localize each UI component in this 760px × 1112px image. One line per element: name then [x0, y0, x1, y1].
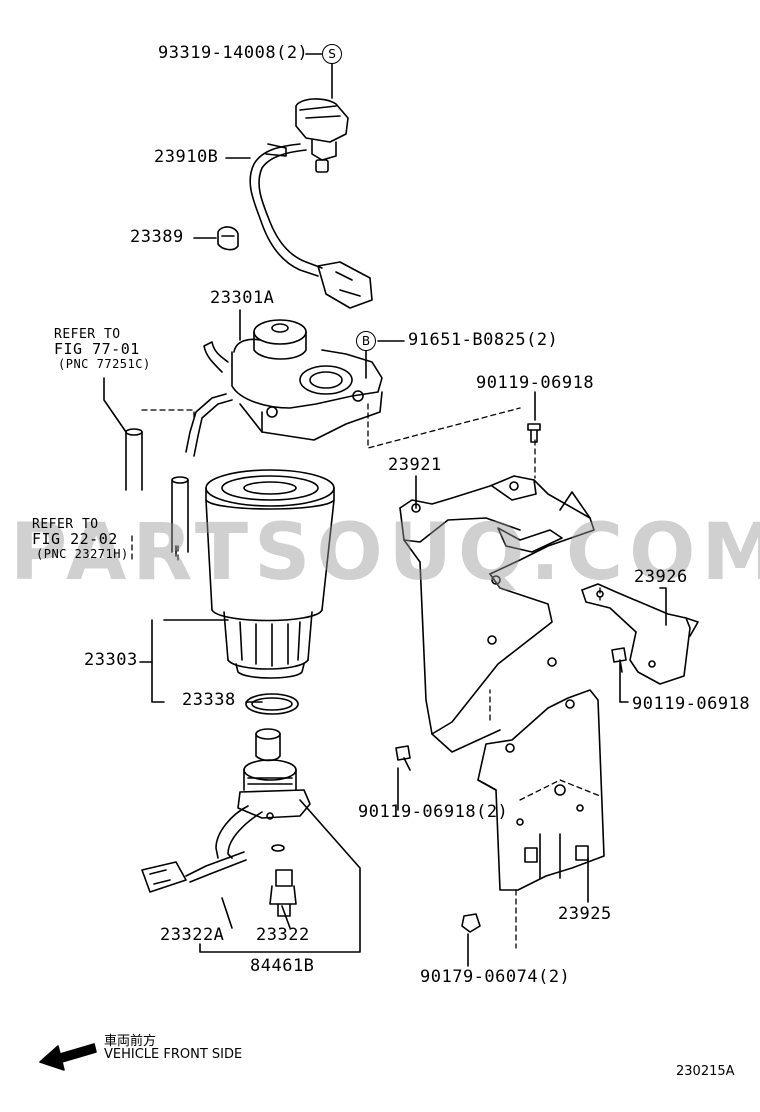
- refer-note-line: (PNC 77251C): [58, 357, 151, 371]
- figure-id: 230215A: [676, 1064, 735, 1079]
- filter-cartridge-23303: [205, 469, 335, 679]
- part-label-23910B[interactable]: 23910B: [154, 147, 219, 167]
- part-label-90179-06074[interactable]: 90179-06074(2): [420, 967, 571, 987]
- bracket-23921: [399, 475, 595, 753]
- refer-note-line: FIG 22-02: [32, 530, 118, 548]
- clip-23389: [217, 226, 239, 251]
- refer-note-line: FIG 77-01: [54, 340, 140, 358]
- refer-note-line: (PNC 23271H): [36, 547, 129, 561]
- part-label-23322A[interactable]: 23322A: [160, 925, 225, 945]
- filter-head-23301A: [185, 319, 383, 457]
- part-label-23921[interactable]: 23921: [388, 455, 442, 475]
- part-label-91651-B0825[interactable]: 91651-B0825(2): [408, 330, 559, 350]
- part-label-90119-06918-right[interactable]: 90119-06918: [632, 694, 751, 714]
- refer-note-line: REFER TO: [54, 327, 121, 342]
- dashed-lines: [131, 403, 601, 949]
- part-label-90119-06918-left[interactable]: 90119-06918(2): [358, 802, 509, 822]
- bracket-23926: [581, 583, 699, 685]
- part-label-23303[interactable]: 23303: [84, 650, 138, 670]
- plug-23322: [269, 869, 297, 917]
- sensor-84461B: [141, 728, 311, 893]
- refer-note-line: REFER TO: [32, 517, 99, 532]
- refer-note-fig-77-01[interactable]: REFER TO FIG 77-01 (PNC 77251C): [54, 327, 151, 372]
- plate-23925: [477, 689, 605, 891]
- part-label-84461B[interactable]: 84461B: [250, 956, 315, 976]
- watermark: PARTSOUQ.COM: [10, 508, 760, 598]
- badge-s: S: [322, 44, 342, 64]
- direction-label-japanese: 車両前方: [104, 1034, 157, 1049]
- direction-label-english: VEHICLE FRONT SIDE: [104, 1047, 243, 1062]
- sensor-23910B: [249, 63, 373, 309]
- part-label-23338[interactable]: 23338: [182, 690, 236, 710]
- bolts: [395, 423, 627, 933]
- part-label-90119-06918-top[interactable]: 90119-06918: [476, 373, 595, 393]
- refer-note-fig-22-02[interactable]: REFER TO FIG 22-02 (PNC 23271H): [32, 517, 129, 562]
- part-label-93319-14008[interactable]: 93319-14008(2): [158, 43, 309, 63]
- part-label-23301A[interactable]: 23301A: [210, 288, 275, 308]
- part-label-23389[interactable]: 23389: [130, 227, 184, 247]
- part-label-23322[interactable]: 23322: [256, 925, 310, 945]
- o-ring-23338: [245, 693, 299, 715]
- part-label-23926[interactable]: 23926: [634, 567, 688, 587]
- badge-b: B: [356, 331, 376, 351]
- front-arrow: [39, 1043, 97, 1071]
- hoses: [103, 377, 189, 557]
- part-label-23925[interactable]: 23925: [558, 904, 612, 924]
